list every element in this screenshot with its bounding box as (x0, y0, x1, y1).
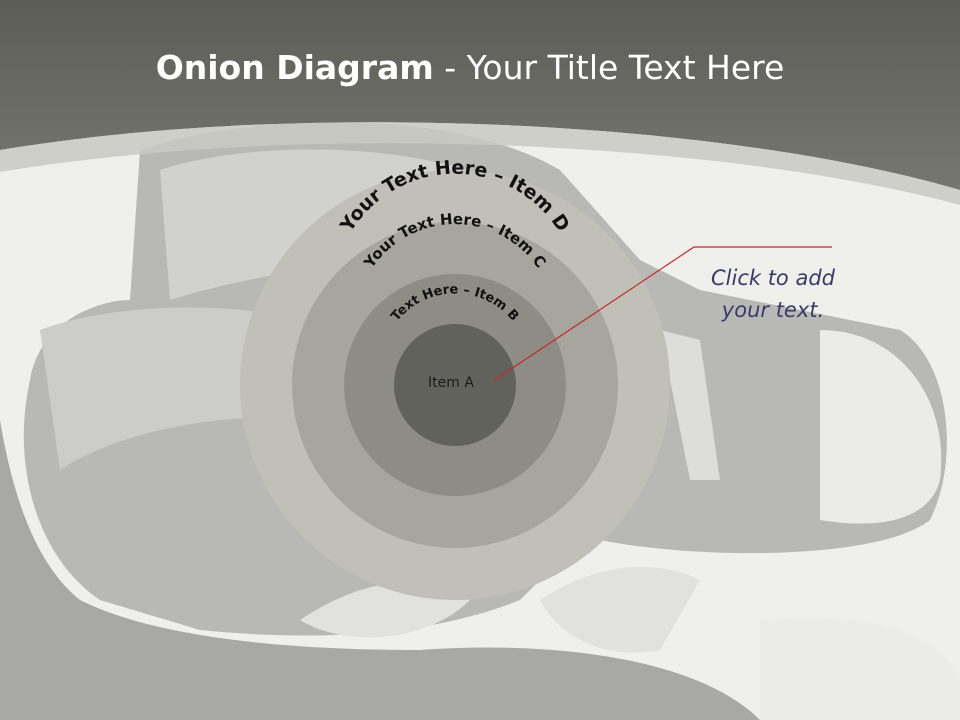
callout-text-box[interactable]: Click to add your text. (690, 262, 856, 326)
title-bold: Onion Diagram (155, 48, 434, 87)
header-swoosh (0, 122, 960, 205)
header-band (0, 0, 960, 190)
callout-leader-line (492, 246, 832, 382)
callout-line-2: your text. (721, 298, 825, 322)
layer-a-label: Item A (428, 375, 474, 391)
slide-title[interactable]: Onion Diagram - Your Title Text Here (0, 46, 940, 90)
title-rest: - Your Title Text Here (433, 48, 785, 87)
callout-line-1: Click to add (710, 266, 835, 290)
layer-a-circle[interactable] (394, 324, 516, 446)
